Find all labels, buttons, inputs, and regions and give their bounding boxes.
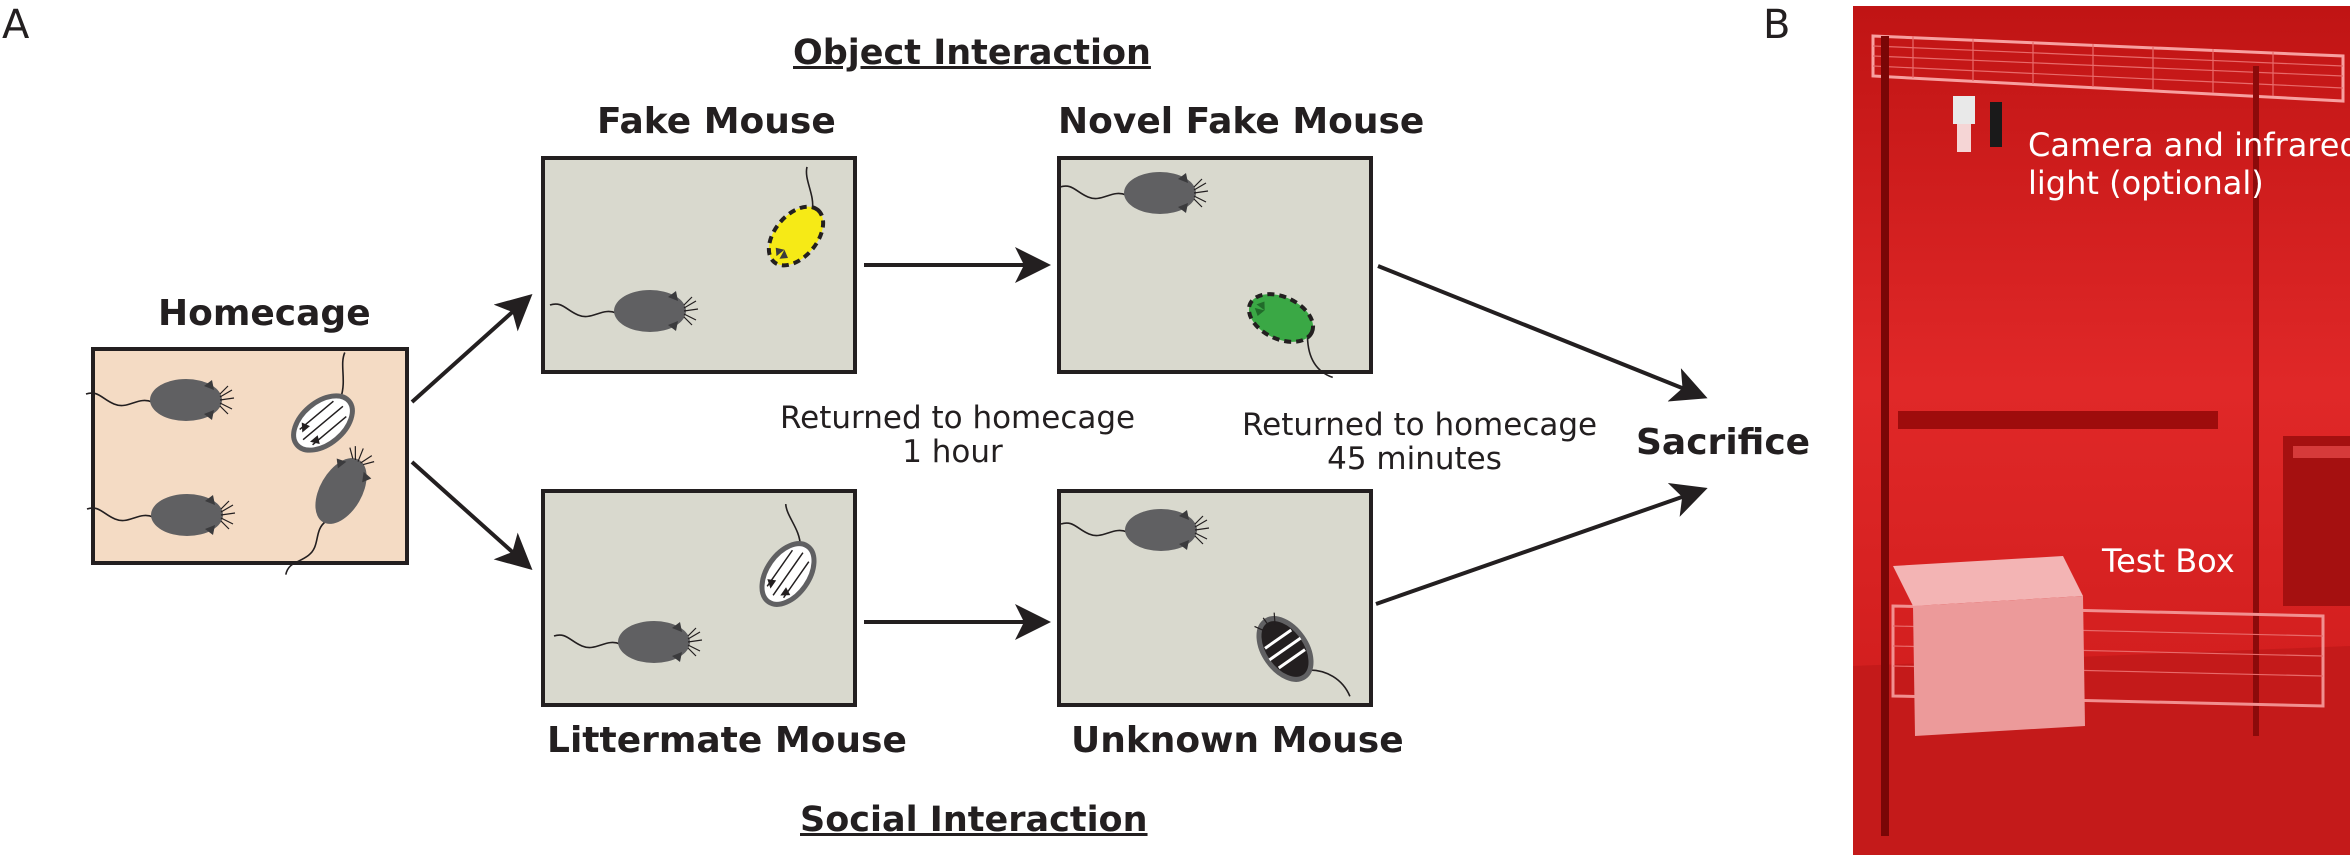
return-note-1-line1: Returned to homecage [780, 400, 1136, 436]
mouse-icon [272, 438, 384, 589]
social-interaction-heading: Social Interaction [800, 800, 1148, 840]
green-fake-mouse-icon [1246, 292, 1334, 379]
arrow-home-to-littermate [410, 460, 533, 571]
camera-label: Camera and infrared light (optional) [2028, 126, 2350, 202]
littermate-mouse-title: Littermate Mouse [547, 720, 907, 761]
panel-label-b: B [1763, 2, 1791, 48]
mouse-icon [85, 378, 235, 422]
arrow-home-to-fake [410, 293, 533, 404]
fake-mouse-arena [541, 156, 857, 374]
mouse-icon [86, 493, 236, 537]
setup-photo: Camera and infrared light (optional) Tes… [1853, 6, 2350, 855]
setup-photo-drawing [1853, 6, 2350, 855]
return-note-2: Returned to homecage 45 minutes [1242, 407, 1598, 477]
test-box-label: Test Box [2102, 542, 2235, 580]
novel-fake-mouse-title: Novel Fake Mouse [1058, 101, 1425, 142]
camera-label-line1: Camera and infrared [2028, 126, 2350, 164]
return-note-2-line1: Returned to homecage [1242, 407, 1598, 443]
return-note-1-line2: 1 hour [902, 434, 1003, 470]
yellow-fake-mouse-icon [766, 166, 826, 268]
panel-label-a: A [2, 2, 30, 48]
arrow-novel-to-sacrifice [1377, 264, 1708, 402]
camera-label-line2: light (optional) [2028, 164, 2264, 202]
striped-object-icon [291, 352, 355, 453]
homecage-title: Homecage [158, 293, 371, 334]
mouse-icon [1060, 508, 1210, 552]
sacrifice-label: Sacrifice [1636, 422, 1811, 463]
mouse-icon [549, 289, 699, 333]
diagram-graphics [85, 166, 1708, 697]
return-note-2-line2: 45 minutes [1327, 441, 1502, 477]
striped-object-icon [759, 503, 817, 607]
return-note-1: Returned to homecage 1 hour [780, 400, 1136, 470]
homecage-box [91, 347, 409, 565]
mouse-icon [1059, 171, 1209, 215]
novel-fake-mouse-arena [1057, 156, 1373, 374]
arrow-unknown-to-sacrifice [1375, 482, 1708, 606]
littermate-mouse-arena [541, 489, 857, 707]
black-striped-object-icon [1254, 612, 1351, 697]
unknown-mouse-title: Unknown Mouse [1071, 720, 1404, 761]
fake-mouse-title: Fake Mouse [597, 101, 836, 142]
object-interaction-heading: Object Interaction [793, 33, 1151, 73]
mouse-icon [553, 620, 703, 664]
